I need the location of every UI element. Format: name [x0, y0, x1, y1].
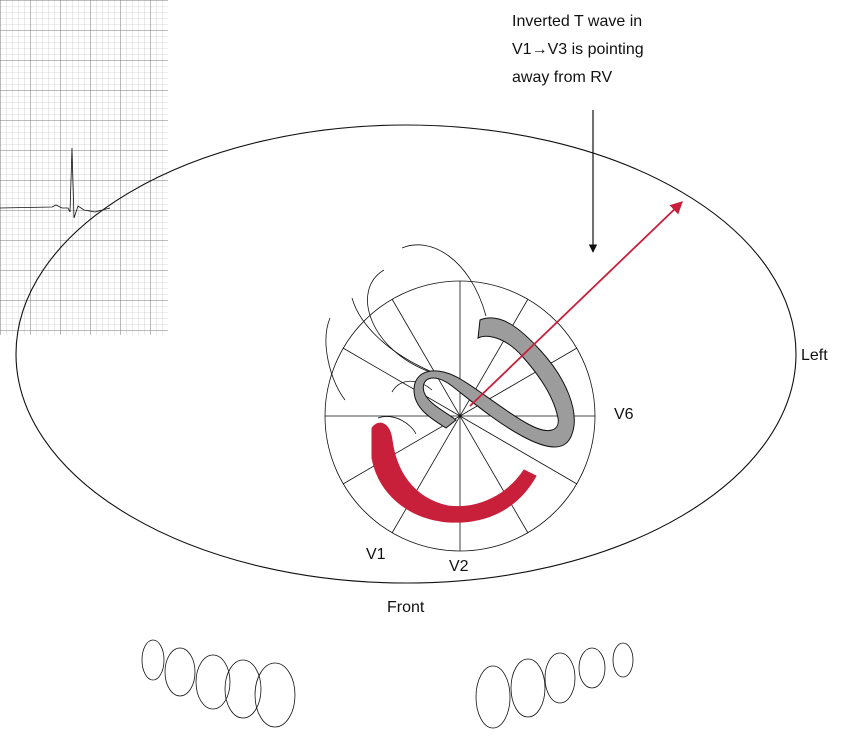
loops-left	[141, 639, 296, 728]
label-v1: V1	[366, 546, 386, 563]
label-left: Left	[801, 347, 828, 364]
left-ventricle-wall	[413, 317, 575, 448]
label-v2: V2	[449, 558, 469, 575]
annotation-line-3: away from RV	[512, 69, 613, 86]
t-wave-vector-arrow	[469, 201, 683, 407]
annotation-line-2: V1→V3 is pointing	[512, 41, 644, 58]
ecg-strip	[0, 0, 168, 335]
loops-right	[475, 642, 634, 729]
label-v6: V6	[614, 406, 634, 423]
right-ventricle-wall	[371, 422, 537, 523]
annotation-line-1: Inverted T wave in	[512, 13, 642, 30]
ecg-trace	[0, 147, 111, 219]
ecg-grid-paper	[0, 0, 168, 335]
chest-outline	[15, 124, 797, 584]
annotation-text: Inverted T wave in V1→V3 is pointing awa…	[512, 13, 644, 86]
vessel-sketch	[325, 244, 487, 435]
label-front: Front	[387, 599, 425, 616]
